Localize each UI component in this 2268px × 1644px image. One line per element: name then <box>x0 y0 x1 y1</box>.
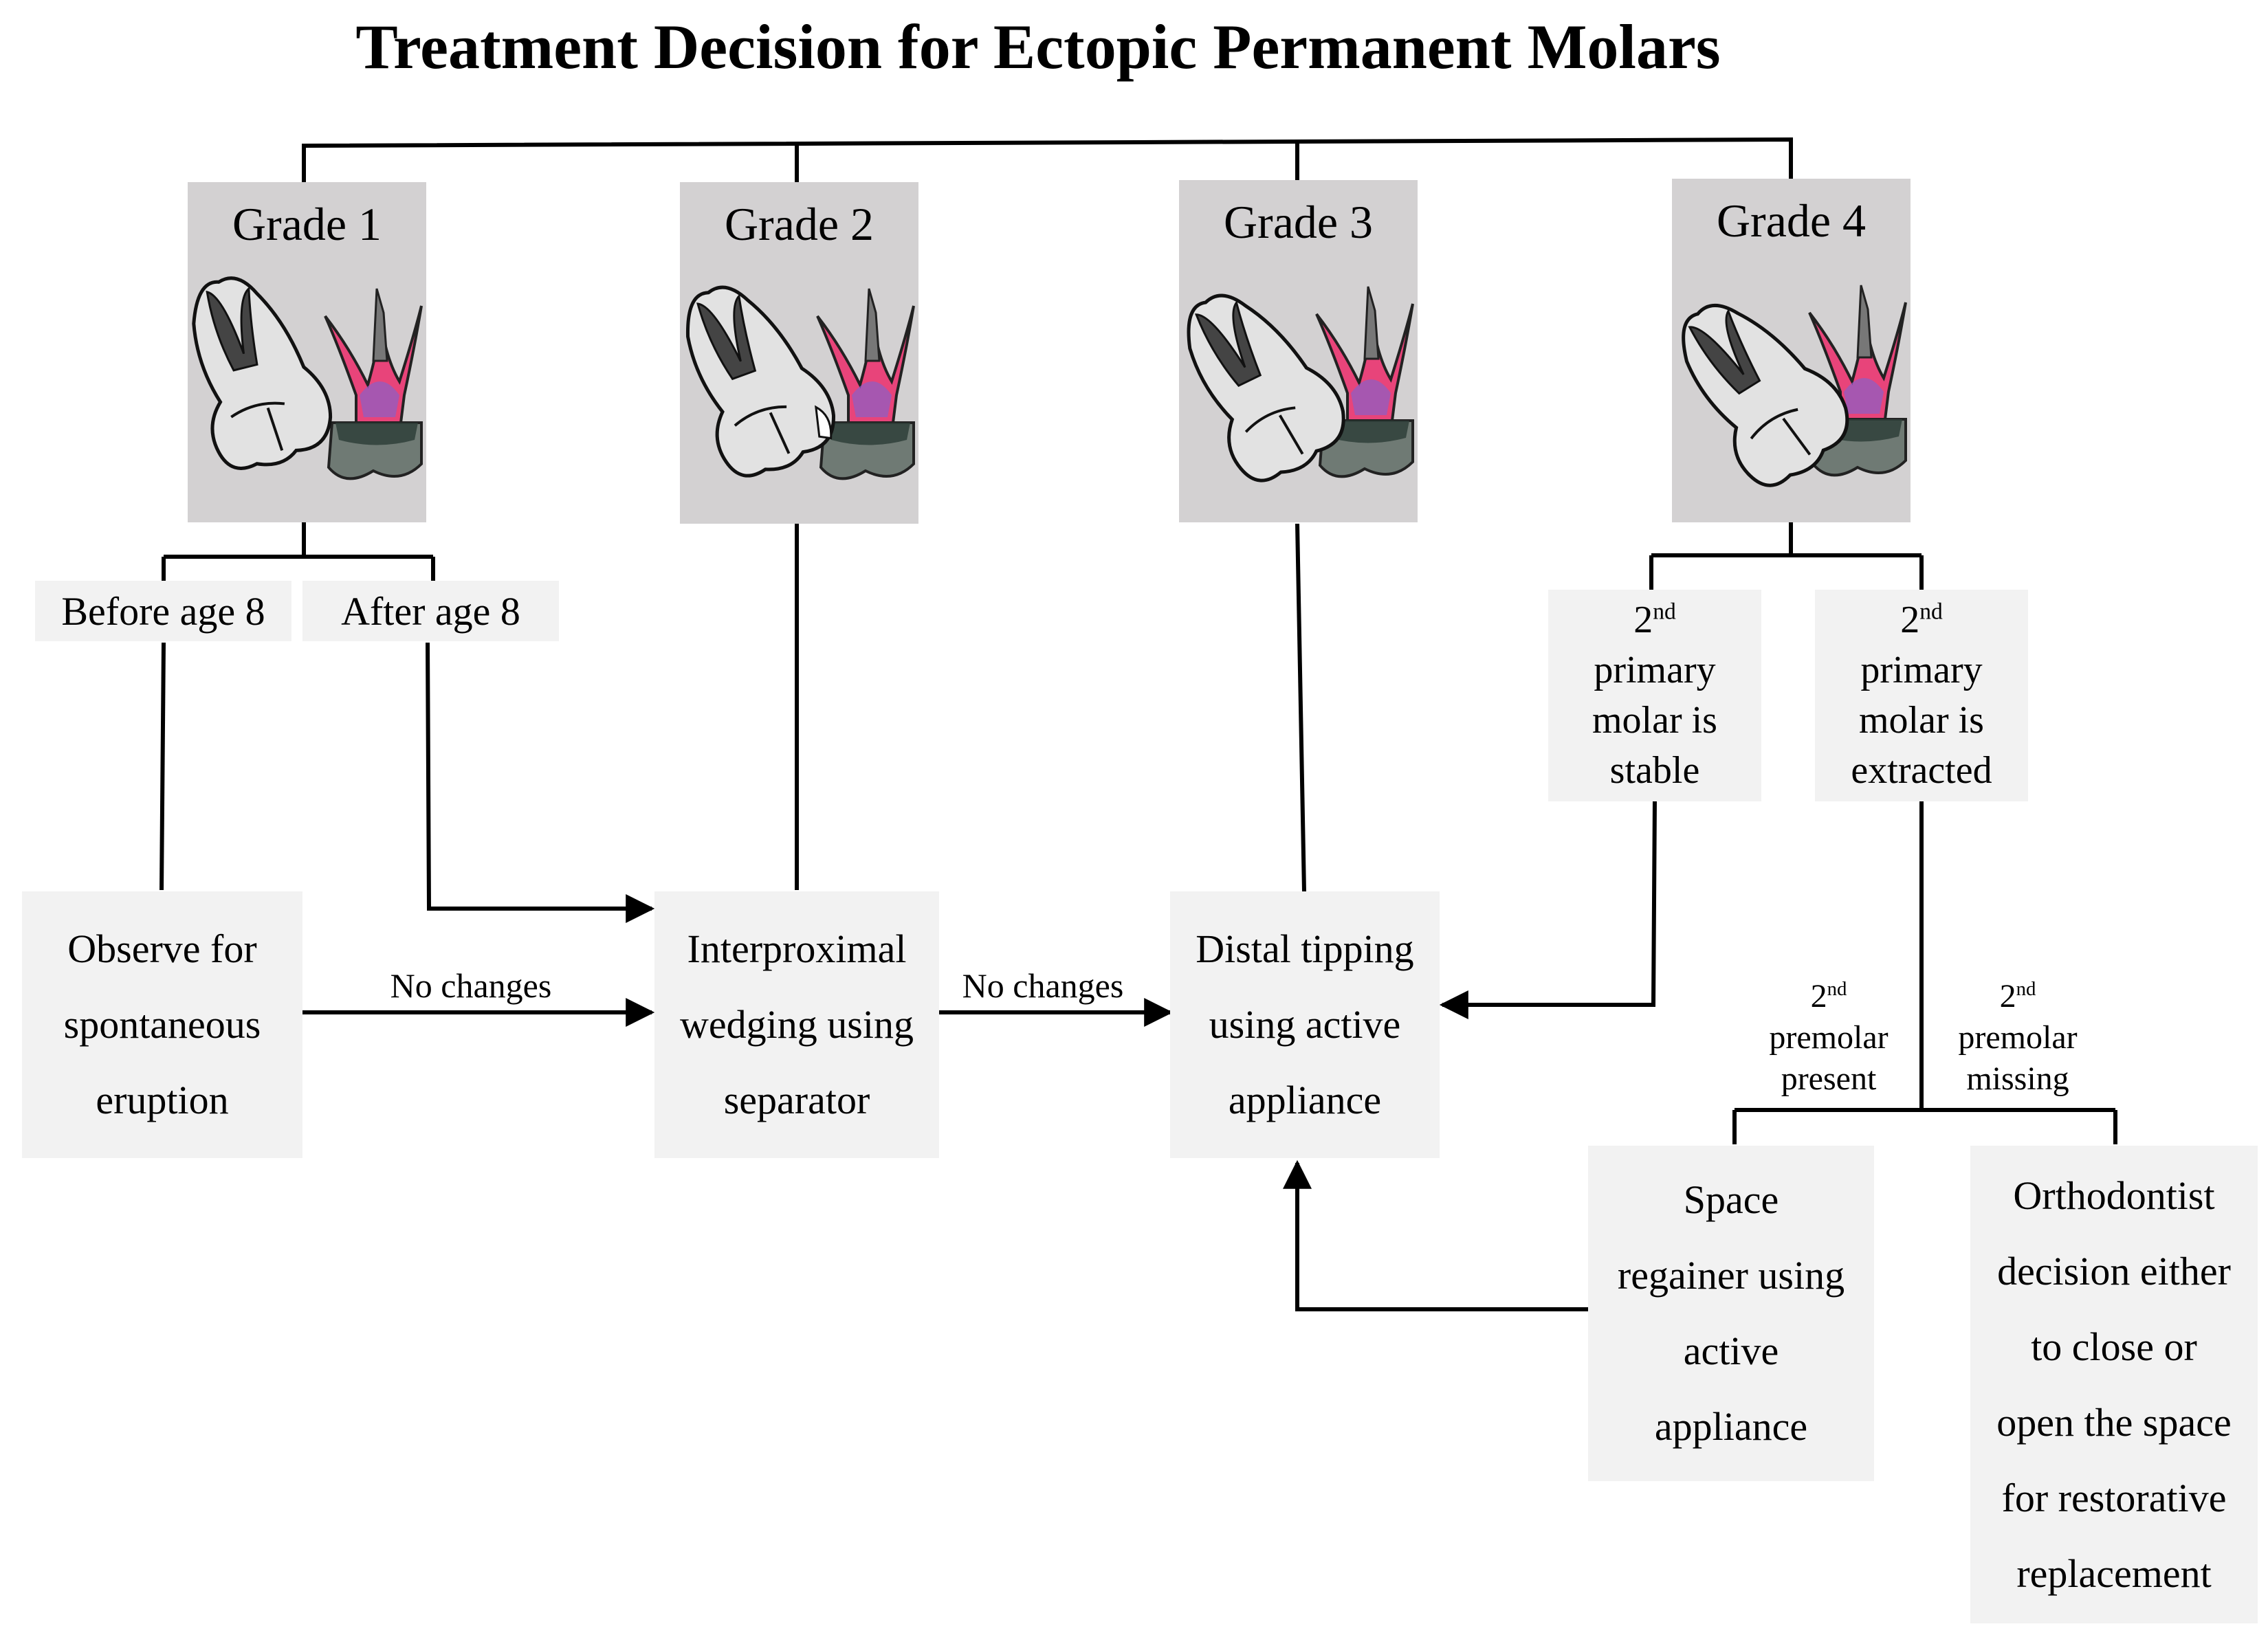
molar-grade-4-illustration <box>1682 285 1907 487</box>
permanent-molar-crown-lines <box>1244 406 1304 455</box>
molar-illustration-group <box>192 276 423 480</box>
top-bracket-line <box>302 137 1793 182</box>
grade1-split-line <box>162 522 435 581</box>
primary-molar-pulp-chamber <box>1327 421 1409 443</box>
primary-molar-pulp <box>852 381 892 417</box>
grade-1-label: Grade 1 <box>232 198 382 250</box>
premolar-missing-label: 2nd premolar missing <box>1958 978 2078 1097</box>
permanent-tooth-bud <box>372 288 388 362</box>
grade-2-box: Grade 2 <box>680 182 918 524</box>
permanent-molar <box>1187 293 1345 482</box>
orthodontist-decision-box: Orthodontist decision either to close or… <box>1970 1146 2258 1623</box>
regainer-to-tipping-arrow <box>1283 1159 1588 1311</box>
permanent-molar-root-shading <box>1194 300 1262 388</box>
permanent-tooth-bud <box>1363 286 1380 360</box>
extracted-to-premolar-split-line <box>1732 799 2117 1144</box>
before-age-8-label: Before age 8 <box>35 581 291 641</box>
permanent-molar <box>686 285 835 478</box>
permanent-molar-root-shading <box>696 293 757 381</box>
permanent-molar <box>192 276 333 470</box>
primary-molar-extracted-label: 2nd primary molar is extracted <box>1815 590 2028 801</box>
no-changes-label-2: No changes <box>962 966 1124 1005</box>
permanent-molar-crown-lines <box>230 401 285 451</box>
primary-molar-pulp-chamber <box>335 423 418 445</box>
observe-eruption-box: Observe for spontaneous eruption <box>22 891 302 1158</box>
after-age8-to-wedging-arrow <box>426 642 655 923</box>
permanent-molar-root-shading <box>206 286 258 372</box>
after-age-8-label: After age 8 <box>302 581 559 641</box>
resorption-contact <box>815 405 833 440</box>
grade4-split-line <box>1649 522 1924 590</box>
permanent-molar-crown-lines <box>1750 408 1812 456</box>
permanent-molar-root-shading <box>1688 309 1761 395</box>
grade-3-label: Grade 3 <box>1223 196 1374 248</box>
grade-2-label: Grade 2 <box>724 198 874 250</box>
primary-molar-pulp <box>1844 378 1884 414</box>
primary-molar <box>816 288 915 480</box>
grade-1-box: Grade 1 <box>188 182 426 522</box>
molar-grade-1-illustration <box>192 276 423 480</box>
premolar-present-label: 2nd premolar present <box>1769 978 1889 1097</box>
before-age8-to-observe-line <box>159 642 166 891</box>
molar-grade-2-illustration <box>686 285 915 480</box>
primary-molar <box>324 288 423 480</box>
diagram-title: Treatment Decision for Ectopic Permanent… <box>355 12 1721 82</box>
grade3-to-tipping-line <box>1295 523 1306 892</box>
distal-tipping-box: Distal tipping using active appliance <box>1170 891 1440 1158</box>
primary-molar-pulp <box>360 381 399 417</box>
primary-molar <box>1315 286 1414 478</box>
molar-illustration-group <box>1682 285 1907 487</box>
molar-grade-3-illustration <box>1187 286 1414 482</box>
stable-to-tipping-arrow <box>1439 798 1657 1019</box>
primary-molar-pulp <box>1351 379 1391 415</box>
permanent-molar <box>1682 304 1849 487</box>
no-changes-label-1: No changes <box>390 966 552 1005</box>
grade-4-box: Grade 4 <box>1672 179 1911 522</box>
permanent-tooth-bud <box>1856 285 1873 359</box>
primary-molar-stable-label: 2nd primary molar is stable <box>1548 590 1761 801</box>
primary-molar-pulp-chamber <box>828 423 910 445</box>
interproximal-wedging-box: Interproximal wedging using separator <box>654 891 939 1158</box>
grade-4-label: Grade 4 <box>1716 195 1867 247</box>
permanent-molar-crown-lines <box>734 405 791 454</box>
molar-illustration-group <box>1187 286 1414 482</box>
permanent-tooth-bud <box>864 288 881 362</box>
space-regainer-box: Space regainer using active appliance <box>1588 1146 1874 1481</box>
grade-3-box: Grade 3 <box>1179 180 1418 522</box>
molar-illustration-group <box>686 285 915 480</box>
